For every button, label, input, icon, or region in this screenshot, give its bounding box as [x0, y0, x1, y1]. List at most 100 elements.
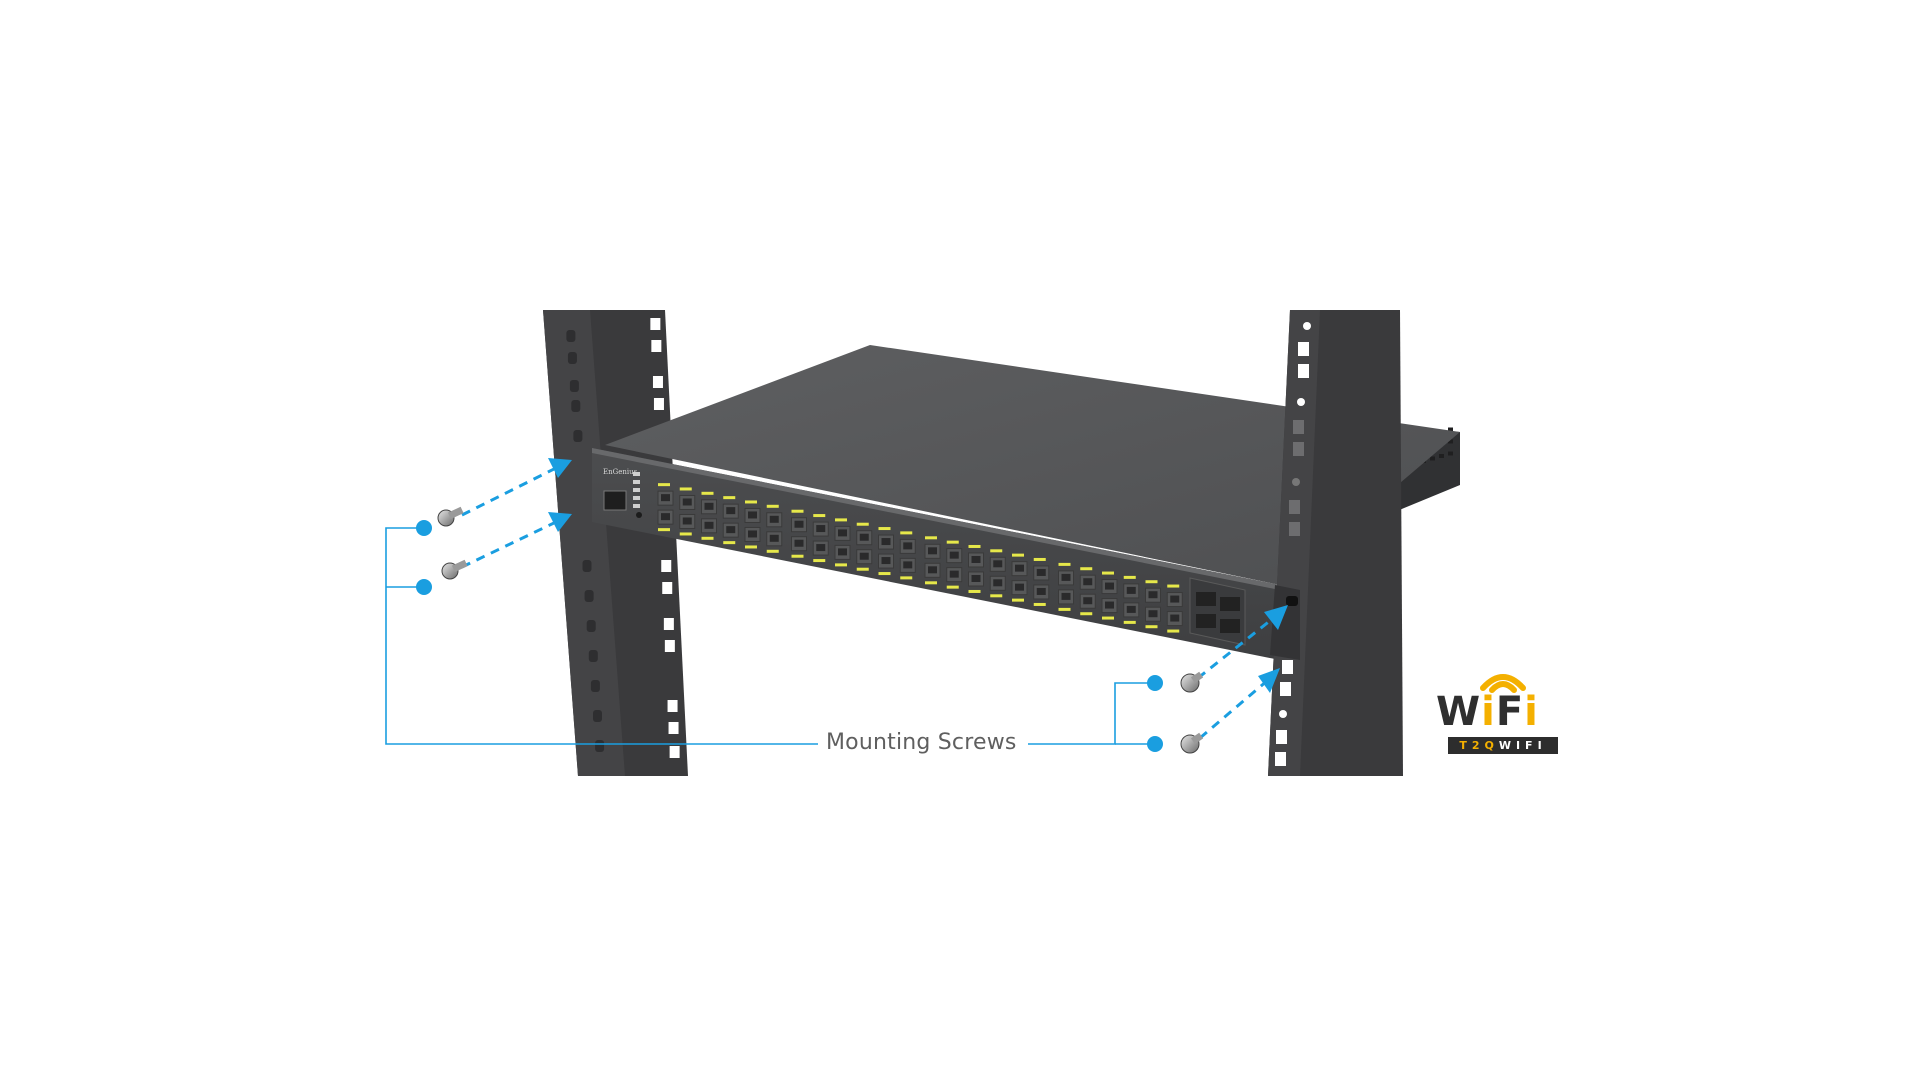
sfp-port — [1220, 597, 1240, 611]
post-hole — [1298, 342, 1309, 356]
rj45-port-jack — [1061, 573, 1071, 581]
rj45-port-jack — [1170, 614, 1180, 622]
post-hole — [1280, 682, 1291, 696]
port-led — [791, 509, 804, 513]
post-hole — [1289, 522, 1300, 536]
port-led — [1145, 580, 1158, 584]
left-post-square-holes — [650, 318, 680, 758]
vent-slot — [1448, 451, 1453, 456]
port-led — [1123, 575, 1136, 579]
port-led — [766, 549, 779, 553]
port-led — [878, 572, 891, 576]
post-round-hole — [573, 430, 583, 442]
rj45-port-jack — [903, 561, 913, 569]
rj45-port-jack — [993, 579, 1003, 587]
port-led — [968, 544, 981, 548]
post-square-hole — [663, 618, 674, 630]
rj45-port-jack — [748, 530, 757, 538]
post-hole — [1292, 478, 1300, 486]
rj45-port-jack — [881, 538, 891, 546]
screw-icon — [1180, 732, 1204, 754]
rj45-port-jack — [1061, 592, 1071, 600]
rj45-port-jack — [881, 557, 891, 565]
post-square-hole — [668, 722, 679, 734]
port-led — [856, 522, 869, 526]
port-led — [658, 528, 670, 532]
port-led — [658, 483, 670, 487]
left-post-mounting-holes — [566, 330, 605, 752]
rj45-port-jack — [1036, 587, 1046, 595]
rj45-port-jack — [838, 529, 847, 537]
rj45-port-jack — [838, 548, 847, 556]
port-led — [1167, 629, 1180, 633]
port-led — [723, 541, 736, 545]
rj45-port-jack — [726, 507, 736, 515]
port-led — [1123, 620, 1136, 624]
rj45-port-jack — [903, 542, 913, 550]
rj45-port-jack — [1170, 595, 1180, 603]
right-post-mount-hole — [1286, 596, 1298, 606]
post-round-hole — [569, 380, 579, 392]
rj45-port-jack — [816, 525, 826, 533]
post-hole — [1298, 364, 1309, 378]
post-square-hole — [651, 340, 662, 352]
mounting-screws-label: Mounting Screws — [826, 730, 1017, 755]
post-hole — [1303, 322, 1311, 330]
rj45-port-jack — [928, 566, 937, 574]
post-hole — [1276, 730, 1287, 744]
rj45-port-jack — [971, 555, 981, 563]
port-led — [679, 487, 692, 491]
arrow-head-icon — [548, 512, 572, 532]
port-led — [1012, 553, 1024, 557]
port-led — [1033, 557, 1046, 561]
rj45-port-jack — [859, 552, 869, 560]
rj45-port-jack — [928, 547, 937, 555]
port-led — [1145, 625, 1158, 629]
port-led — [900, 531, 913, 535]
rj45-port-jack — [1105, 582, 1114, 590]
rj45-port-jack — [769, 515, 779, 523]
post-square-hole — [667, 700, 678, 712]
port-led — [1058, 607, 1071, 611]
post-hole — [1293, 442, 1304, 456]
rj45-port-jack — [949, 551, 959, 559]
sfp-port — [1220, 619, 1240, 633]
rj45-port-jack — [704, 502, 714, 510]
arrow-head-icon — [1264, 605, 1288, 630]
port-led — [835, 518, 847, 522]
logo-badge: T2QWIFI — [1448, 737, 1558, 754]
arrow-head-icon — [1258, 668, 1280, 693]
console-port — [603, 490, 627, 511]
port-led — [791, 554, 804, 558]
post-square-hole — [661, 560, 672, 572]
logo-letter: F — [1495, 689, 1525, 735]
port-led — [856, 567, 869, 571]
port-led — [701, 536, 714, 540]
left-rack-post — [543, 310, 688, 776]
status-leds — [633, 472, 640, 508]
rj45-port-jack — [794, 539, 804, 547]
callout-dot — [1147, 736, 1163, 752]
port-led — [1102, 616, 1114, 620]
logo-letter: i — [1524, 689, 1539, 735]
arrow-heads — [548, 458, 1288, 693]
callout-dot — [416, 579, 432, 595]
post-hole — [1282, 660, 1293, 674]
post-round-hole — [586, 620, 596, 632]
rj45-port-jack — [794, 520, 804, 528]
logo-letter: i — [1481, 689, 1496, 735]
screw-icon — [441, 559, 468, 580]
rj45-port-jack — [993, 560, 1003, 568]
post-round-hole — [582, 560, 592, 572]
rj45-port-jack — [1148, 610, 1158, 618]
port-led — [946, 540, 959, 544]
rj45-port-jack — [661, 513, 670, 521]
switch-top-cover — [605, 345, 1460, 585]
rj45-port-jack — [661, 494, 670, 502]
port-led — [701, 491, 714, 495]
wifi-signal-icon — [1480, 674, 1526, 693]
rj45-port-jack — [704, 521, 714, 529]
rj45-port-jack — [1126, 586, 1136, 594]
post-hole — [1293, 420, 1304, 434]
